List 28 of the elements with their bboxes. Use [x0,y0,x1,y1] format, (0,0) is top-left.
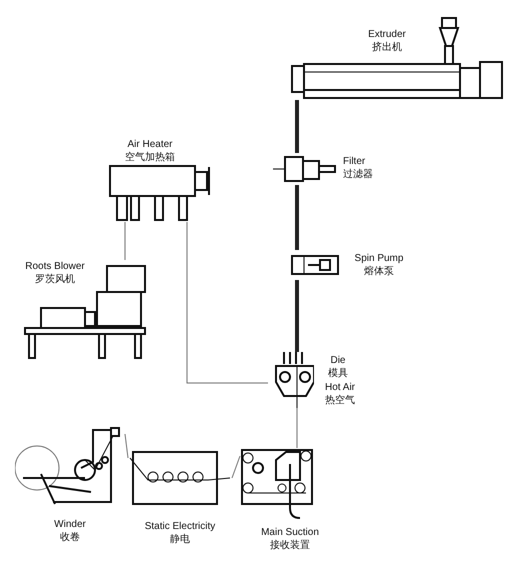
connector-line [186,222,268,384]
part-label-chinese: 静电 [170,533,190,546]
side-label: Hot Air [324,381,355,394]
part-label-chinese: 罗茨风机 [35,273,75,286]
melt-pipe [295,185,299,250]
part-label-chinese: 过滤器 [343,168,373,181]
melt-pipe [295,100,299,153]
part-label: Air Heater [127,138,172,151]
part-label-chinese: 熔体泵 [364,265,394,278]
part-label: Roots Blower [25,260,85,273]
side-label-chinese: 热空气 [325,394,355,407]
connector-line [296,408,298,448]
melt-pipe [295,280,299,352]
connector-line [124,434,128,458]
part-label: Static Electricity [144,520,216,533]
part-label-chinese: 收卷 [60,531,80,544]
part-label: Extruder [368,28,406,41]
connector-line [124,222,126,260]
part-label: Winder [54,518,86,531]
part-label: Filter [343,155,366,168]
part-label: Main Suction [261,526,319,539]
part-label: Spin Pump [354,252,404,265]
connector-line [232,456,240,478]
part-label-chinese: 空气加热箱 [125,151,175,164]
part-label: Die [330,354,346,367]
part-label-chinese: 模具 [328,367,348,380]
part-label-chinese: 挤出机 [372,41,402,54]
part-label-chinese: 接收装置 [270,539,310,552]
